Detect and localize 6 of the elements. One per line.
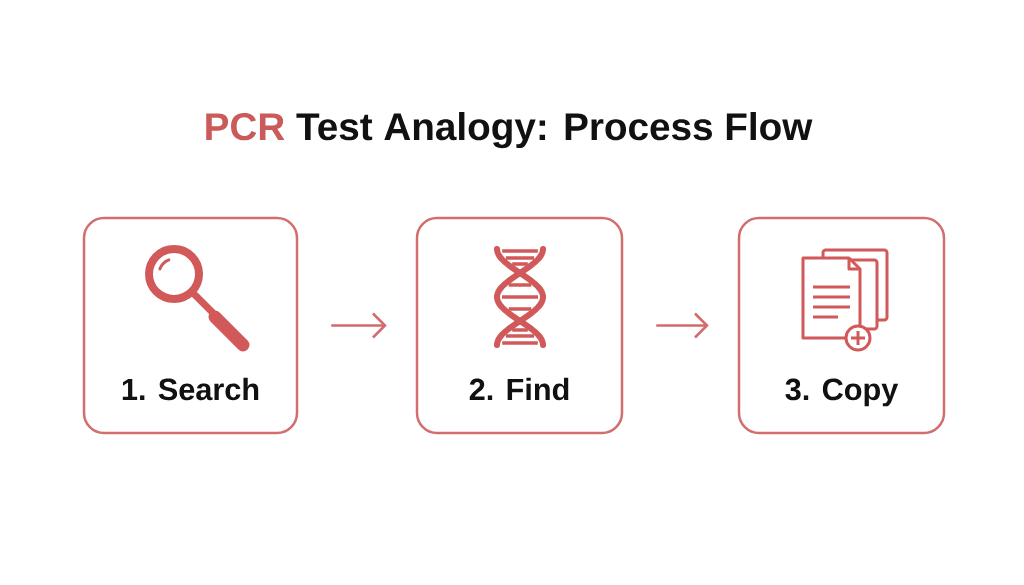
process-box: 3. Copy	[737, 216, 946, 435]
arrow	[656, 312, 709, 339]
arrow	[331, 312, 387, 339]
process-box: 2. Find	[415, 216, 624, 435]
process-box: 1. Search	[82, 216, 299, 435]
title: PCR Test Analogy: Process Flow	[206, 112, 813, 149]
